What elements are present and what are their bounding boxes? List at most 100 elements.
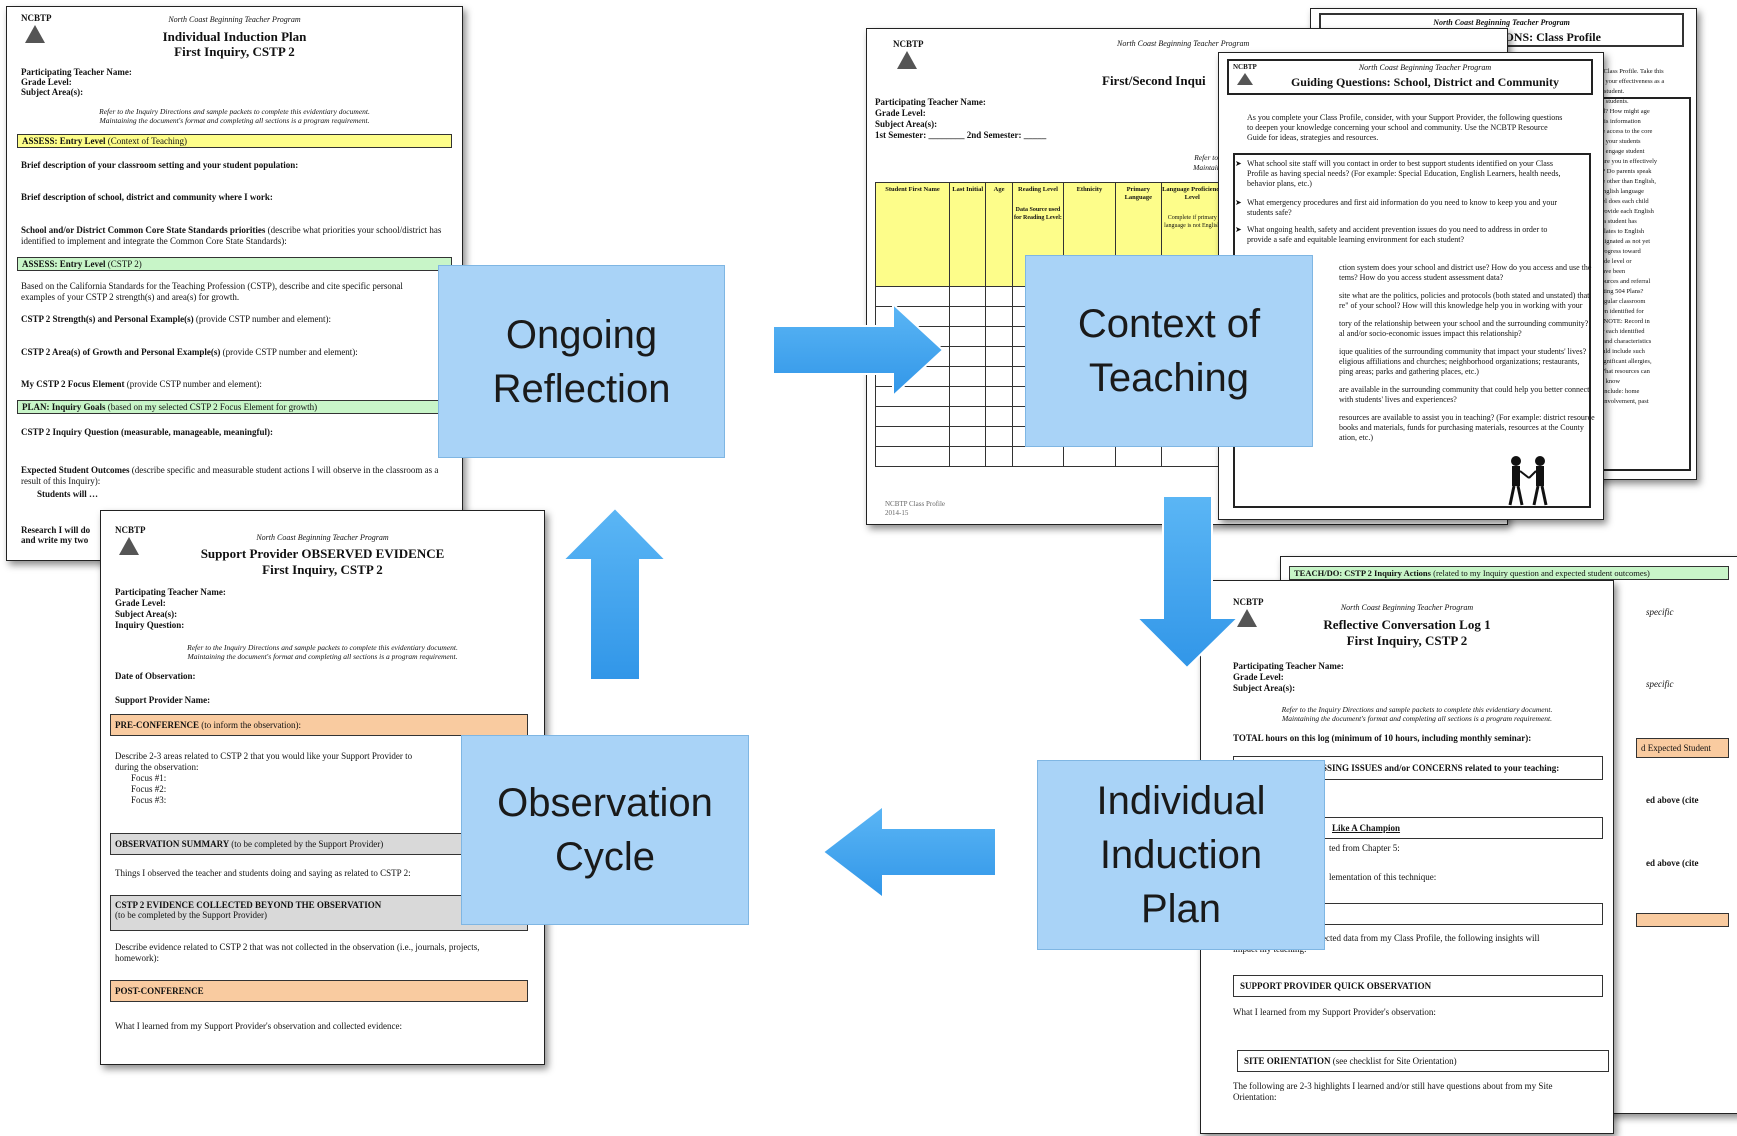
guiding-partial-line: are available in the surrounding communi… [1339,385,1590,394]
header-label: Age [993,186,1005,193]
evidence-beyond-bar: CSTP 2 EVIDENCE COLLECTED BEYOND THE OBS… [110,895,528,931]
program-name: North Coast Beginning Teacher Program [1340,603,1474,612]
footer-year: 2014-15 [885,509,909,517]
note-2: Maintaining the document's format and co… [1282,714,1552,723]
bar-label: ASSESS: Entry Level [22,259,106,269]
field-subject: Subject Area(s): [1233,683,1296,693]
bar-label: CSTP 2 EVIDENCE COLLECTED BEYOND THE OBS… [115,900,382,910]
field-teacher: Participating Teacher Name: [21,67,132,77]
table-cell [985,286,1013,307]
bar-label: d Expected Student [1641,743,1711,753]
guiding-back-line: regular classroom [1599,298,1646,305]
q-outcomes-bold: Expected Student Outcomes [21,465,130,475]
table-cell [874,386,951,407]
guiding-back-line: to students. [1599,98,1629,105]
logo-text: NCBTP [1233,597,1264,607]
guiding-back-line: What resources can [1599,368,1650,375]
table-cell [874,346,951,367]
teach-do-bar: TEACH/DO: CSTP 2 Inquiry Actions (relate… [1289,566,1729,580]
implementation-text: lementation of this technique: [1329,872,1437,882]
guiding-back-line: een identified for [1599,308,1644,315]
guiding-bullet: ➤What emergency procedures and first aid… [1235,198,1557,217]
guiding-partial-line: site what are the politics, policies and… [1339,291,1590,300]
field-grade: Grade Level: [21,77,72,87]
table-cell [985,306,1013,327]
table-cell [1063,446,1116,467]
ncbtp-logo: NCBTP [21,13,52,43]
guiding-back-line: th your students [1599,138,1641,145]
bar-label: SSING ISSUES and/or CONCERNS related to … [1322,763,1560,773]
guiding-back-line: ge other than English, [1599,178,1657,185]
note-1: Refer to the Inquiry Directions and samp… [99,107,370,116]
logo-triangle-icon [897,51,917,69]
q-ccss-desc: (describe what priorities your school/di… [21,225,442,246]
bar-label: TEACH/DO: CSTP 2 Inquiry Actions [1294,568,1431,578]
logo-triangle-icon [1237,73,1253,85]
q-inquiry-question: CSTP 2 Inquiry Question (measurable, man… [21,427,274,437]
things-observed: Things I observed the teacher and studen… [115,868,411,878]
guiding-back-line: t include: home [1599,388,1640,395]
table-cell [874,326,951,347]
logo-triangle-icon [1237,609,1257,627]
guiding-back-line: esignated as not yet [1599,238,1651,245]
guiding-back-line: significant allergies, [1599,358,1652,365]
q-growth-desc: (provide CSTP number and element): [222,347,358,357]
table-cell [1161,446,1224,467]
frag-specific-1: specific [1646,607,1674,617]
guiding-partial-line: books and materials, funds for purchasin… [1339,423,1584,432]
table-cell [874,306,951,327]
table-cell [949,406,987,427]
table-cell [949,346,987,367]
support-provider-name: Support Provider Name: [115,695,211,705]
q-based-on: Based on the California Standards for th… [21,281,403,302]
guiding-partial-line: resources are available to assist you in… [1339,413,1595,422]
bar-label: PLAN: Inquiry Goals [22,402,106,412]
logo-text: NCBTP [1233,63,1257,71]
during-observation: during the observation: [115,762,199,772]
bar-sublabel: (to be completed by the Support Provider… [115,910,267,920]
bar-sublabel: (see checklist for Site Orientation) [1332,1056,1457,1066]
guiding-back-line: ct your effectiveness as a [1599,78,1665,85]
ncbtp-logo: NCBTP [115,525,146,555]
q-ccss-bold: School and/or District Common Core State… [21,225,266,235]
bar-label: OBSERVATION SUMMARY [115,839,229,849]
ncbtp-logo: NCBTP [893,39,924,69]
header-sublabel: Data Source used for Reading Level: [1014,207,1062,221]
table-cell [985,386,1013,407]
q-school: Brief description of school, district an… [21,192,273,202]
program-name: North Coast Beginning Teacher Program [1358,63,1492,72]
assess-entry-context-bar: ASSESS: Entry Level (Context of Teaching… [17,134,452,148]
bar-label: SITE ORIENTATION [1244,1056,1331,1066]
field-semester: 1st Semester: ________ 2nd Semester: ___… [875,130,1047,140]
table-cell [874,446,951,467]
header-sublabel: Complete if primary language is not Engl… [1164,215,1221,229]
q-expected-outcomes: Expected Student Outcomes (describe spec… [21,465,441,487]
label-individual-induction-plan: Individual Induction Plan [1037,760,1325,950]
guiding-back-line: ? NOTE: Record in [1599,318,1650,325]
table-cell [874,426,951,447]
doc-title: Support Provider OBSERVED EVIDENCE [200,546,445,561]
field-inquiry-question: Inquiry Question: [115,620,185,630]
doc-title: Guiding Questions: School, District and … [1290,75,1560,89]
table-row [874,446,1275,467]
two-people-icon [1508,456,1548,506]
program-name: North Coast Beginning Teacher Program [1117,39,1250,48]
table-cell [874,366,951,387]
logo-triangle-icon [119,537,139,555]
bar-label: Like A Champion [1332,823,1401,833]
assess-entry-cstp-bar: ASSESS: Entry Level (CSTP 2) [17,257,452,271]
table-cell [874,406,951,427]
table-header-cell: Last Initial [949,182,987,287]
logo-triangle-icon [25,25,45,43]
doc-subtitle: First Inquiry, CSTP 2 [174,44,295,59]
guiding-partial-line: tems? How do you access student assessme… [1339,273,1504,282]
guiding-partial-line: ping areas; parks and gathering places, … [1339,367,1479,376]
table-cell [1114,446,1163,467]
plan-inquiry-goals-bar: PLAN: Inquiry Goals (based on my selecte… [17,400,452,414]
q-focus: My CSTP 2 Focus Element (provide CSTP nu… [21,379,262,390]
table-cell [949,306,987,327]
table-cell [1011,446,1065,467]
bullet-text: What school site staff will you contact … [1247,159,1561,188]
guiding-partial-line: ction system does your school and distri… [1339,263,1592,272]
guiding-back-line: to engage student [1599,148,1645,155]
